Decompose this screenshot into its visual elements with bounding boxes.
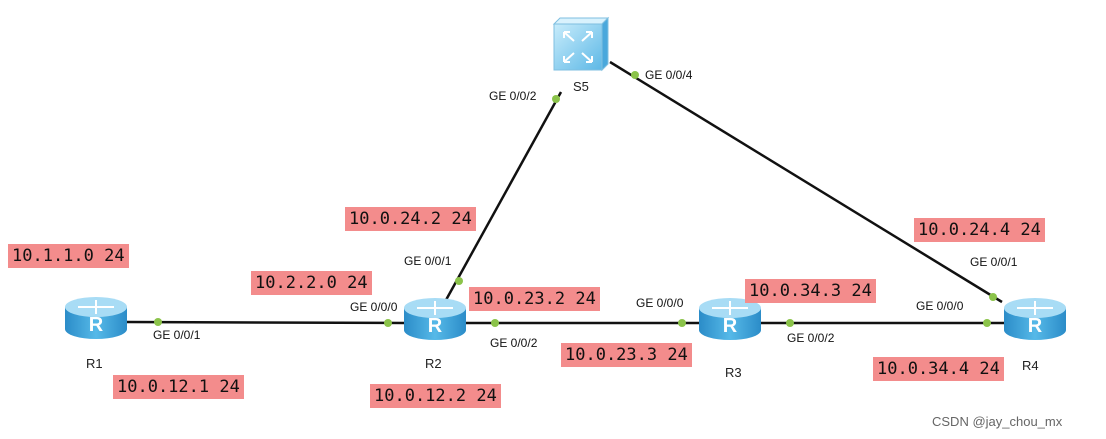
ip-label-r4-10-0-34-4: 10.0.34.4 24 <box>873 357 1004 381</box>
port-label-r4-ge000: GE 0/0/0 <box>916 299 964 313</box>
link-r2-s5 <box>444 91 563 301</box>
port-label-s5-ge004: GE 0/0/4 <box>645 68 693 82</box>
device-label-r4: R4 <box>1022 358 1039 373</box>
ip-label-r2-10-0-23-2: 10.0.23.2 24 <box>469 287 600 311</box>
ip-label-r1-10-0-12-1: 10.0.12.1 24 <box>113 375 244 399</box>
port-dot-r3-ge000 <box>678 319 686 327</box>
port-dot-r1-ge001 <box>154 318 162 326</box>
port-label-r2-ge000: GE 0/0/0 <box>350 300 398 314</box>
ip-label-r2-10-0-12-2: 10.0.12.2 24 <box>370 384 501 408</box>
ip-label-r4-10-0-24-4: 10.0.24.4 24 <box>914 218 1045 242</box>
links <box>124 60 1005 325</box>
router-icon-r3[interactable]: R <box>699 298 761 340</box>
ip-label-net-10-2-2-0: 10.2.2.0 24 <box>251 271 372 295</box>
device-label-r3: R3 <box>725 365 742 380</box>
port-dot-s5-ge002 <box>552 95 560 103</box>
device-label-r2: R2 <box>425 356 442 371</box>
svg-text:R: R <box>723 315 738 337</box>
port-dots <box>154 71 997 327</box>
svg-text:R: R <box>1028 315 1043 337</box>
port-label-r4-ge001: GE 0/0/1 <box>970 255 1018 269</box>
ip-label-r2-10-0-24-2: 10.0.24.2 24 <box>345 207 476 231</box>
svg-text:R: R <box>89 314 104 336</box>
port-label-r2-ge001: GE 0/0/1 <box>404 254 452 268</box>
port-dot-r2-ge002 <box>491 319 499 327</box>
router-icon-r1[interactable]: R <box>65 297 127 339</box>
port-dot-r2-ge000 <box>384 319 392 327</box>
ip-label-net-10-1-1-0: 10.1.1.0 24 <box>8 244 129 268</box>
port-label-r1-ge001: GE 0/0/1 <box>153 328 201 342</box>
port-label-r3-ge000: GE 0/0/0 <box>636 296 684 310</box>
port-label-r3-ge002: GE 0/0/2 <box>787 331 835 345</box>
port-dot-r3-ge002 <box>786 319 794 327</box>
router-icon-r4[interactable]: R <box>1004 298 1066 340</box>
ip-label-r3-10-0-34-3: 10.0.34.3 24 <box>745 279 876 303</box>
link-s5-r4 <box>609 60 1003 304</box>
port-dot-r2-ge001 <box>455 277 463 285</box>
ip-label-r3-10-0-23-3: 10.0.23.3 24 <box>561 343 692 367</box>
port-label-r2-ge002: GE 0/0/2 <box>490 336 538 350</box>
switch-icon-s5[interactable] <box>552 16 610 72</box>
port-label-s5-ge002: GE 0/0/2 <box>489 89 537 103</box>
port-dot-r4-ge001 <box>989 293 997 301</box>
device-label-s5: S5 <box>573 79 589 94</box>
router-icon-r2[interactable]: R <box>404 298 466 340</box>
link-r1-r2 <box>124 320 406 325</box>
port-dot-s5-ge004 <box>631 71 639 79</box>
svg-text:R: R <box>428 315 443 337</box>
device-label-r1: R1 <box>86 356 103 371</box>
watermark: CSDN @jay_chou_mx <box>932 414 1063 429</box>
port-dot-r4-ge000 <box>983 319 991 327</box>
